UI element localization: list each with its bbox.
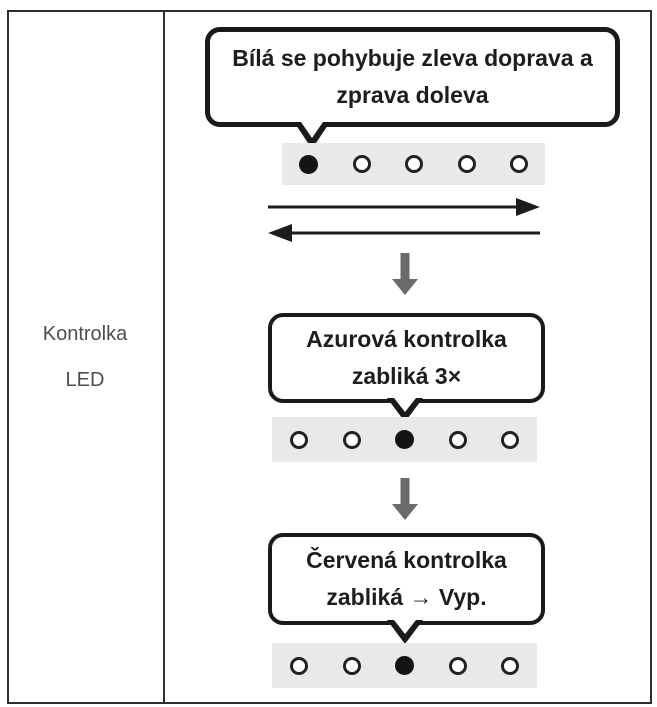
- row-header-line: LED: [65, 369, 105, 391]
- speech-bubble-step1: Bílá se pohybuje zleva doprava a zprava …: [205, 27, 620, 127]
- bubble-text-line: Červená kontrolka: [306, 547, 507, 573]
- bubble-text-line: zprava doleva: [336, 82, 489, 108]
- led-dot-off: [501, 656, 519, 675]
- led-dot-on: [395, 656, 414, 675]
- table-column-divider: [163, 10, 165, 704]
- led-dot-off: [501, 430, 519, 449]
- right-arrow-icon: [268, 198, 540, 216]
- led-dot-off: [290, 656, 308, 675]
- speech-tail-icon: [387, 398, 423, 422]
- speech-tail-icon: [294, 122, 330, 149]
- led-dot-off: [448, 430, 467, 449]
- led-dot-off: [352, 155, 371, 173]
- led-dot-on: [395, 430, 414, 449]
- led-dot-off: [290, 430, 308, 449]
- led-dot-off: [510, 155, 528, 173]
- bubble-text-line: zabliká → Vyp.: [326, 584, 487, 610]
- row-header-line: Kontrolka: [42, 323, 128, 345]
- speech-tail-icon: [387, 620, 423, 644]
- led-strip-step1: [282, 143, 545, 185]
- led-dot-off: [342, 656, 361, 675]
- led-dot-off: [342, 430, 361, 449]
- bubble-text-line: Bílá se pohybuje zleva doprava a: [232, 45, 593, 71]
- row-header-cell: Kontrolka LED: [9, 12, 161, 702]
- led-dot-on: [299, 154, 318, 174]
- led-dot-off: [448, 656, 467, 675]
- down-arrow-icon: [392, 253, 418, 295]
- led-strip-step2: [272, 417, 537, 462]
- bubble-text-line: Azurová kontrolka: [306, 326, 507, 352]
- led-dot-off: [457, 155, 476, 173]
- left-arrow-icon: [268, 224, 540, 242]
- led-strip-step3: [272, 643, 537, 688]
- motion-arrows: [268, 198, 540, 242]
- speech-bubble-step3: Červená kontrolka zabliká → Vyp.: [268, 533, 545, 625]
- bubble-text-line: zabliká 3×: [351, 363, 462, 389]
- down-arrow-icon: [392, 478, 418, 520]
- led-dot-off: [405, 155, 423, 173]
- speech-bubble-step2: Azurová kontrolka zabliká 3×: [268, 313, 545, 403]
